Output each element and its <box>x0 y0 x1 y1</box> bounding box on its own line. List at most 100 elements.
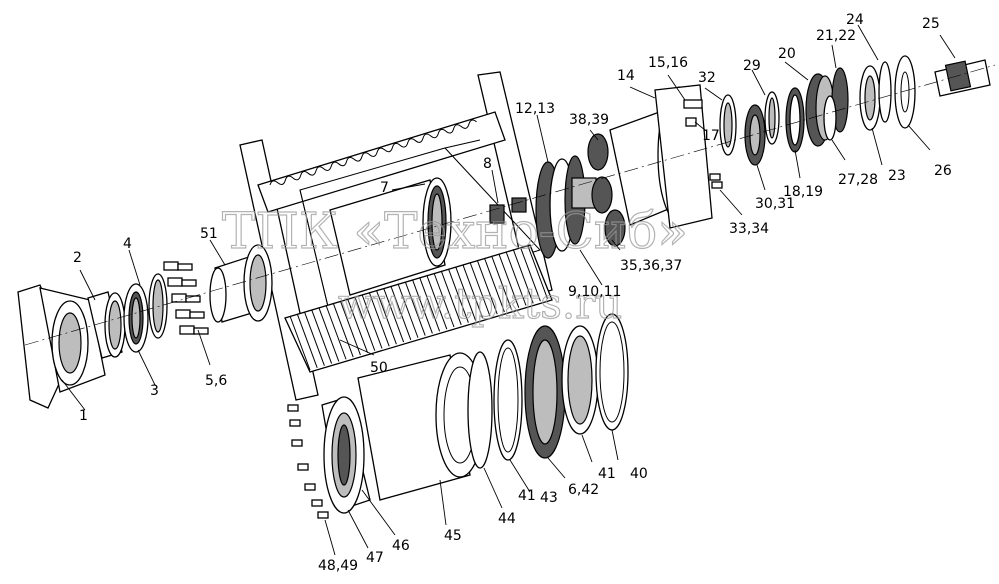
label-part-46: 46 <box>392 538 410 554</box>
watermark-url: www.tpkts.ru <box>338 279 622 328</box>
drum-thread-ridge <box>375 290 397 345</box>
label-part-47: 47 <box>366 550 384 566</box>
label-part-51: 51 <box>200 226 218 242</box>
label-part-32: 32 <box>698 70 716 86</box>
drum-thread-ridge <box>383 287 405 343</box>
drum-thread-ridge <box>361 294 383 349</box>
parts-5-6-bolts <box>163 261 209 335</box>
label-part-2: 2 <box>73 250 82 266</box>
label-part-30-31: 30,31 <box>755 196 795 212</box>
label-part-43: 43 <box>540 490 558 506</box>
label-part-1: 1 <box>79 408 88 424</box>
label-part-25: 25 <box>922 16 940 32</box>
drum-thread-ridge <box>447 268 469 323</box>
part-4-ring <box>148 273 168 339</box>
drum-thread-ridge <box>325 305 347 360</box>
drum-thread-ridge <box>296 313 318 369</box>
label-part-48-49: 48,49 <box>318 558 358 574</box>
drum-thread-ridge <box>354 296 376 351</box>
parts-15-17-pins <box>683 99 703 127</box>
watermark-company: ТПК «Техно-Сиб» <box>222 202 688 260</box>
label-part-18-19: 18,19 <box>783 184 823 200</box>
parts-35-39-planet-gears <box>587 133 626 247</box>
label-part-40: 40 <box>630 466 648 482</box>
drum-thread-ridge <box>411 279 433 334</box>
label-part-38-39: 38,39 <box>569 112 609 128</box>
part-3-ring <box>123 283 149 353</box>
parts-48-49-bolts <box>287 404 329 519</box>
part-41-ring-b <box>561 325 599 435</box>
drum-thread-ridge <box>512 249 534 304</box>
part-26-disc <box>894 55 916 129</box>
part-7-inner-drum <box>329 177 452 296</box>
label-part-17: 17 <box>702 128 720 144</box>
part-23-ring <box>859 65 881 131</box>
label-part-9-10-11: 9,10,11 <box>568 284 621 300</box>
parts-9-13-gear-assembly <box>535 155 597 259</box>
label-part-6-42: 6,42 <box>568 482 599 498</box>
parts-18-19-ring <box>785 87 805 153</box>
label-part-7: 7 <box>380 180 389 196</box>
drum-thread-ridge <box>397 283 419 338</box>
label-part-14: 14 <box>617 68 635 84</box>
drum-thread-ridge <box>469 262 491 317</box>
parts-46-47-flange <box>321 396 371 514</box>
part-51-hub <box>209 244 273 323</box>
drum-thread-ridge <box>332 302 354 358</box>
label-part-24: 24 <box>846 12 864 28</box>
drum-thread-ridge <box>426 274 448 330</box>
part-25-shaft <box>934 59 991 97</box>
drum-thread-ridge <box>483 257 505 313</box>
part-labels: 1 2 3 4 5,6 7 8 9,10,11 12,13 14 15,16 1… <box>73 12 952 574</box>
label-part-35-36-37: 35,36,37 <box>620 258 682 274</box>
label-part-41-lower: 41 <box>518 488 536 504</box>
drum-thread-ridge <box>289 315 311 371</box>
label-part-4: 4 <box>123 236 132 252</box>
drum-thread-ridge <box>498 253 520 308</box>
drum-thread-ridge <box>419 277 441 332</box>
parts-27-28-disc <box>823 95 837 141</box>
drum-thread-ridge <box>404 281 426 336</box>
label-part-26: 26 <box>934 163 952 179</box>
drum-thread-ridge <box>519 247 541 302</box>
label-part-33-34: 33,34 <box>729 221 769 237</box>
parts-30-31-gear <box>744 104 766 166</box>
part-41-ring-a <box>493 339 523 461</box>
part-43-sprocket <box>524 325 566 459</box>
label-part-44: 44 <box>498 511 516 527</box>
drum-thread-ridge <box>433 272 455 328</box>
drum-thread-ridge <box>311 309 333 364</box>
label-part-21-22: 21,22 <box>816 28 856 44</box>
drum-thread-ridge <box>505 251 527 306</box>
part-40-ring <box>595 313 629 431</box>
drum-thread-ridge <box>303 311 325 366</box>
drum-thread-ridge <box>491 255 513 310</box>
label-part-45: 45 <box>444 528 462 544</box>
label-part-12-13: 12,13 <box>515 101 555 117</box>
part-1-flange <box>17 284 106 409</box>
drum-thread-ridge <box>462 264 484 319</box>
parts-33-34-bolts <box>709 173 723 189</box>
label-part-41-upper: 41 <box>598 466 616 482</box>
part-24-ring <box>878 61 892 123</box>
label-part-15-16: 15,16 <box>648 55 688 71</box>
label-part-5-6: 5,6 <box>205 373 227 389</box>
axis-centerline <box>24 64 996 346</box>
part-32-ring <box>719 94 737 156</box>
part-50-drum-shell <box>284 244 553 373</box>
label-part-29: 29 <box>743 58 761 74</box>
label-part-23: 23 <box>888 168 906 184</box>
drum-thread-ridge <box>527 244 549 300</box>
label-part-27-28: 27,28 <box>838 172 878 188</box>
part-2-bushing <box>87 291 126 359</box>
rope-coil <box>269 119 477 186</box>
drum-thread-ridge <box>476 259 498 315</box>
part-44-ring <box>467 351 493 469</box>
drum-thread-ridge <box>339 300 361 356</box>
drum-thread-ridge <box>440 270 462 326</box>
part-29-ring <box>764 91 780 145</box>
label-part-8: 8 <box>483 156 492 172</box>
label-part-20: 20 <box>778 46 796 62</box>
label-part-50: 50 <box>370 360 388 376</box>
